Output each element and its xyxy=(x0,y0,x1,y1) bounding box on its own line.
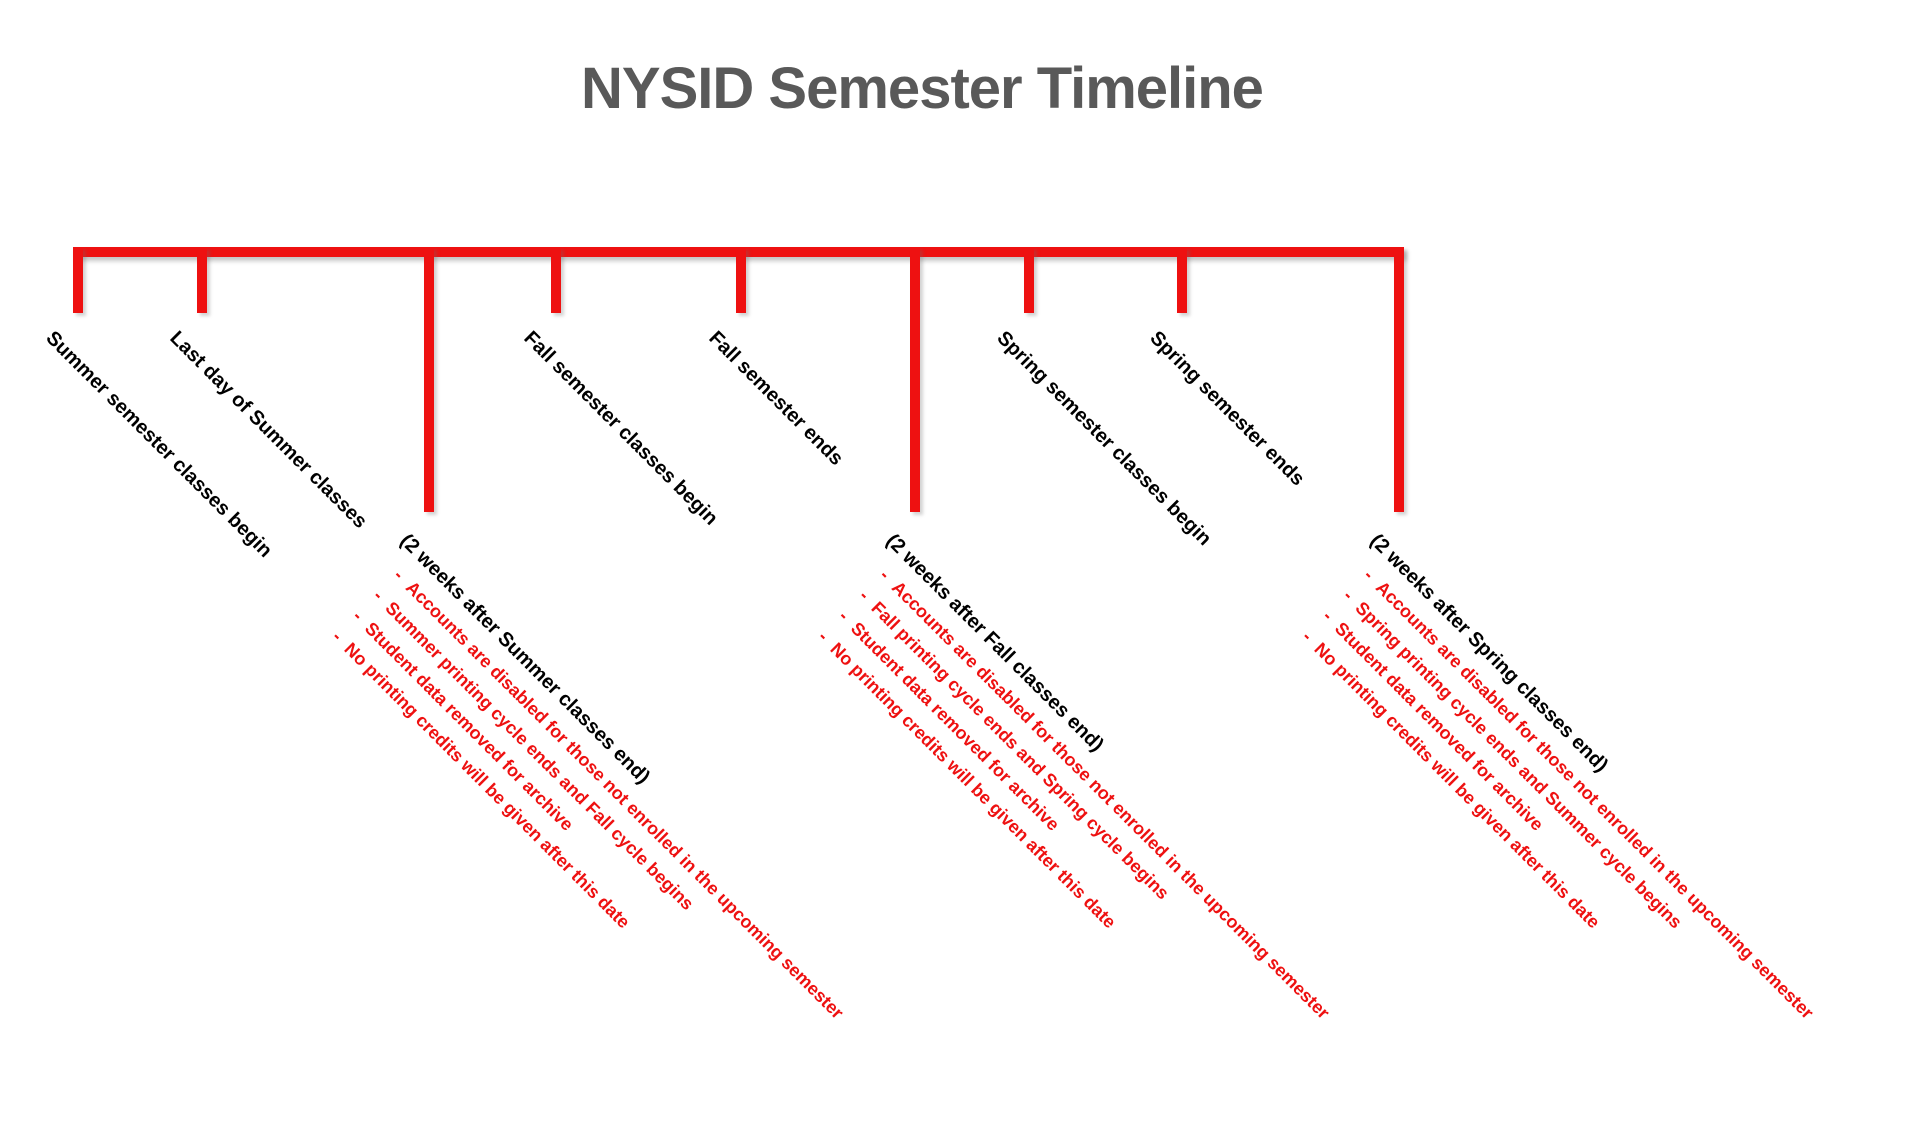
bullet-dash-icon: - xyxy=(814,626,833,646)
milestone-bullet: -Accounts are disabled for those not enr… xyxy=(858,548,1336,1026)
milestone-bullet: -Accounts are disabled for those not enr… xyxy=(1342,548,1820,1026)
bullet-dash-icon: - xyxy=(834,606,854,625)
milestone-bullet: -Summer printing cycle ends and Fall cyc… xyxy=(352,569,830,1047)
milestone-tick xyxy=(1394,247,1404,512)
milestone-bullet: -Student data removed for archive xyxy=(817,589,1295,1067)
event-tick xyxy=(1024,247,1034,313)
event-label: Fall semester ends xyxy=(704,327,848,470)
bullet-text: Summer printing cycle ends and Fall cycl… xyxy=(381,597,698,914)
event-label: Fall semester classes begin xyxy=(519,327,723,530)
milestone-block: (2 weeks after Fall classes end)-Account… xyxy=(797,527,1358,1088)
bullet-dash-icon: - xyxy=(875,565,895,584)
bullet-dash-icon: - xyxy=(348,606,368,625)
milestone-bullet: -Accounts are disabled for those not enr… xyxy=(372,548,850,1026)
event-tick xyxy=(551,247,561,313)
event-tick xyxy=(736,247,746,313)
milestone-tick xyxy=(424,247,434,512)
milestone-block: (2 weeks after Summer classes end)-Accou… xyxy=(311,527,872,1088)
bullet-dash-icon: - xyxy=(1318,606,1338,625)
bullet-text: Accounts are disabled for those not enro… xyxy=(401,577,848,1023)
bullet-dash-icon: - xyxy=(1359,565,1379,584)
bullet-dash-icon: - xyxy=(1339,585,1358,605)
milestone-block: (2 weeks after Spring classes end)-Accou… xyxy=(1281,527,1842,1088)
event-tick xyxy=(197,247,207,313)
event-tick xyxy=(1177,247,1187,313)
bullet-dash-icon: - xyxy=(1298,626,1317,646)
bullet-text: Spring printing cycle ends and Summer cy… xyxy=(1351,597,1687,933)
bullet-dash-icon: - xyxy=(855,585,874,605)
event-label: Spring semester ends xyxy=(1145,327,1309,491)
milestone-bullet: -Student data removed for archive xyxy=(1301,589,1779,1067)
event-label: Last day of Summer classes xyxy=(165,327,372,533)
slide-title: NYSID Semester Timeline xyxy=(581,56,1264,121)
milestone-bullet: -Fall printing cycle ends and Spring cyc… xyxy=(838,569,1316,1047)
event-label: Summer semester classes begin xyxy=(41,327,277,562)
bullet-text: Accounts are disabled for those not enro… xyxy=(887,577,1334,1023)
bullet-dash-icon: - xyxy=(369,585,388,605)
milestone-bullet: -Spring printing cycle ends and Summer c… xyxy=(1322,569,1800,1047)
bullet-dash-icon: - xyxy=(389,565,409,584)
bullet-text: Accounts are disabled for those not enro… xyxy=(1371,577,1818,1023)
milestone-tick xyxy=(910,247,920,512)
bullet-dash-icon: - xyxy=(328,626,347,646)
event-tick xyxy=(73,247,83,313)
bullet-text: Fall printing cycle ends and Spring cycl… xyxy=(867,597,1174,904)
milestone-bullet: -Student data removed for archive xyxy=(331,589,809,1067)
